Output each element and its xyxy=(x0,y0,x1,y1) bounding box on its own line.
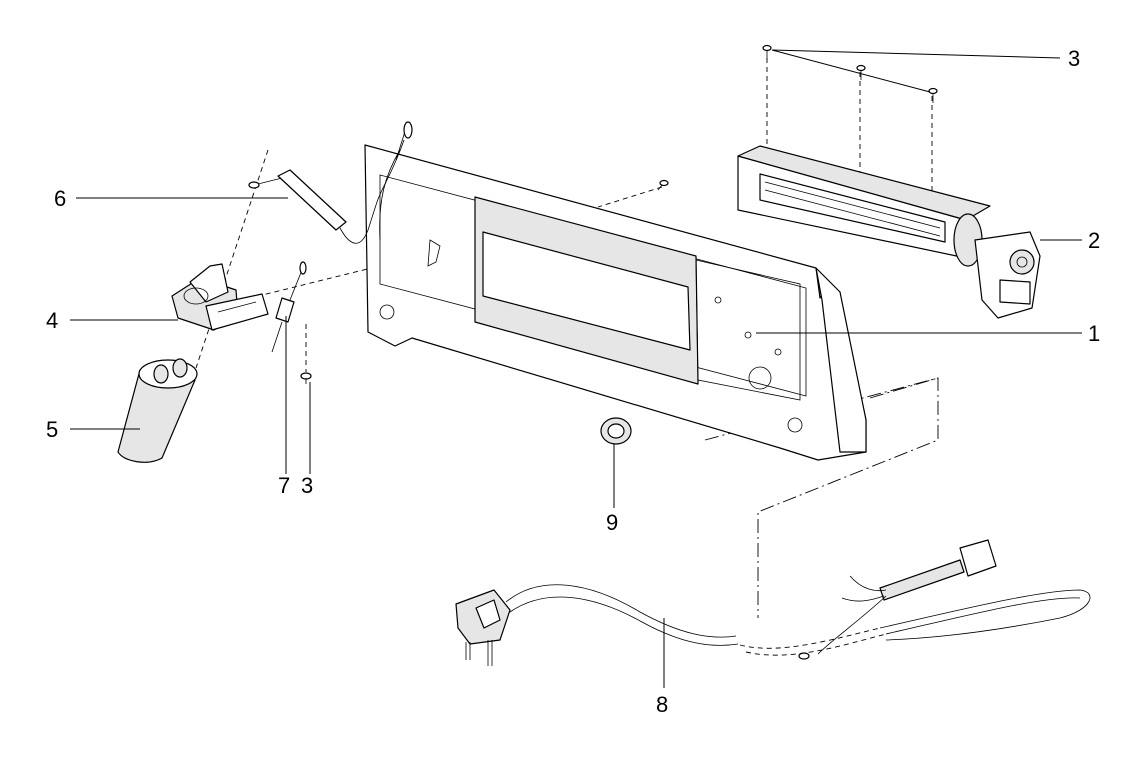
callout-1: 1 xyxy=(1088,321,1100,346)
power-cord-part-8 xyxy=(455,539,1091,666)
screw-panel xyxy=(657,179,669,191)
screws-part-3 xyxy=(300,44,938,384)
fuse-part-7 xyxy=(271,261,307,353)
callout-2: 2 xyxy=(1088,228,1100,253)
tangential-fan-part-2 xyxy=(737,145,1041,319)
callout-3-bottom: 3 xyxy=(301,473,313,498)
hv-capacitor-part-5 xyxy=(117,358,198,463)
leader-lines xyxy=(70,49,1082,688)
screw-top-left xyxy=(762,44,772,60)
hv-diode-part-6 xyxy=(248,121,413,244)
callout-9: 9 xyxy=(606,510,618,535)
capacitor-bracket-part-4 xyxy=(171,263,269,331)
callout-3-top: 3 xyxy=(1068,46,1080,71)
callout-5: 5 xyxy=(46,417,58,442)
callout-7: 7 xyxy=(278,473,290,498)
grommet-part-9 xyxy=(600,417,632,445)
screw-small-left xyxy=(300,372,312,384)
callout-numbers: 1 2 3 3 4 5 6 7 8 9 xyxy=(46,46,1100,717)
callout-8: 8 xyxy=(656,692,668,717)
screw-top-right xyxy=(928,87,938,103)
callout-6: 6 xyxy=(54,186,66,211)
screw-top-middle xyxy=(856,64,866,80)
callout-4: 4 xyxy=(46,308,58,333)
front-panel-part-1 xyxy=(364,121,867,461)
